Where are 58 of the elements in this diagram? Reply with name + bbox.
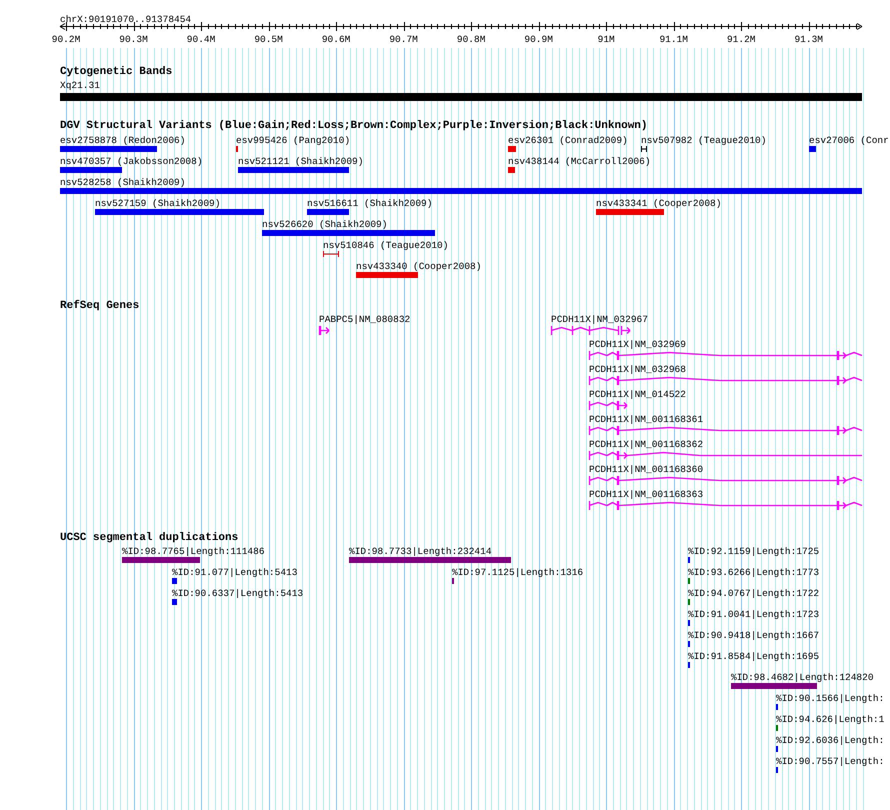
tick-label: 90.7M [389,34,418,45]
duplication-label: %ID:91.8584|Length:1695 [688,651,820,662]
track-title: UCSC segmental duplications [60,533,238,544]
variant-label: esv2758878 (Redon2006) [60,135,186,146]
gene-label: PCDH11X|NM_001168363 [589,489,704,500]
duplication-label: %ID:90.6337|Length:5413 [172,588,304,599]
duplication-label: %ID:94.626|Length:1 [776,714,884,725]
variant-label: esv27006 (Conr [809,135,889,146]
tick-label: 90.6M [322,34,350,45]
variant-label: nsv438144 (McCarroll2006) [508,156,651,167]
duplication-label: %ID:92.6036|Length: [776,735,884,746]
duplication-label: %ID:90.7557|Length: [776,756,884,767]
duplication-label: %ID:90.9418|Length:1667 [688,630,820,641]
tick-label: 90.4M [186,34,216,45]
variant-label: esv26301 (Conrad2009) [508,135,628,146]
gene-label: PCDH11X|NM_032969 [589,339,686,350]
duplication-label: %ID:98.4682|Length:124820 [731,672,874,683]
variant-label: nsv433340 (Cooper2008) [356,261,482,272]
variant-label: nsv433341 (Cooper2008) [596,198,722,209]
duplication-label: %ID:98.7765|Length:111486 [122,546,265,557]
tick-label: 90.3M [119,34,148,45]
tick-label: 90.5M [254,34,283,45]
gene-label: PABPC5|NM_080832 [319,314,410,325]
tick-label: 90.8M [456,34,486,45]
gene-label: PCDH11X|NM_001168362 [589,439,704,450]
track-title: RefSeq Genes [60,301,140,312]
tick-label: 91.3M [794,34,823,45]
variant-label: nsv521121 (Shaikh2009) [238,156,364,167]
tick-label: 91M [598,34,615,45]
gene-label: PCDH11X|NM_001168360 [589,464,704,475]
gene-label: PCDH11X|NM_001168361 [589,414,704,425]
duplication-label: %ID:90.1566|Length: [776,693,884,704]
duplication-label: %ID:98.7733|Length:232414 [349,546,492,557]
gene-label: PCDH11X|NM_032967 [551,314,648,325]
tick-label: 91.2M [726,34,756,45]
variant-label: nsv516611 (Shaikh2009) [307,198,432,209]
track-title: DGV Structural Variants (Blue:Gain;Red:Loss;Brown:Complex;Purple:Inversion;Black:Unknown) [60,121,648,132]
tick-label: 90.2M [52,34,80,45]
variant-label: nsv510846 (Teague2010) [323,240,448,251]
duplication-label: %ID:97.1125|Length:1316 [452,567,584,578]
variant-label: nsv527159 (Shaikh2009) [95,198,220,209]
gene-label: PCDH11X|NM_032968 [589,364,686,375]
variant-label: nsv470357 (Jakobsson2008) [60,156,203,167]
tick-label: 90.9M [524,34,553,45]
variant-label: nsv507982 (Teague2010) [641,135,766,146]
variant-label: esv995426 (Pang2010) [236,135,350,146]
track-title: Cytogenetic Bands [60,67,172,78]
duplication-label: %ID:91.077|Length:5413 [172,567,298,578]
gene-label: PCDH11X|NM_014522 [589,389,686,400]
duplication-label: %ID:93.6266|Length:1773 [688,567,820,578]
variant-label: nsv528258 (Shaikh2009) [60,177,186,188]
band-label: Xq21.31 [60,80,100,91]
duplication-label: %ID:94.0767|Length:1722 [688,588,820,599]
tick-label: 91.1M [659,34,688,45]
variant-label: nsv526620 (Shaikh2009) [262,219,388,230]
duplication-label: %ID:91.0041|Length:1723 [688,609,820,620]
duplication-label: %ID:92.1159|Length:1725 [688,546,820,557]
range-label: chrX:90191070..91378454 [60,14,192,25]
